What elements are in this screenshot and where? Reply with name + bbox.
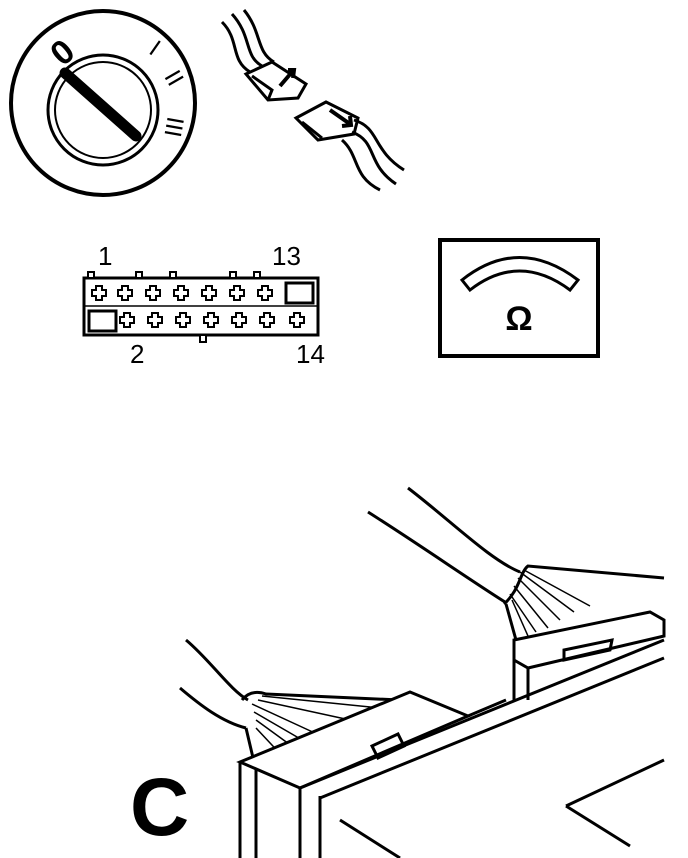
arrow-up-icon xyxy=(278,68,297,88)
pin-label-14: 14 xyxy=(296,339,325,369)
ignition-switch: 0 I II III xyxy=(9,9,197,197)
ohm-icon: Ω xyxy=(505,300,532,338)
arrow-down-icon xyxy=(328,108,354,128)
pin-label-13: 13 xyxy=(272,241,301,271)
key-slot xyxy=(59,67,142,142)
ohmmeter: Ω xyxy=(438,238,600,358)
detail-c-connectors xyxy=(179,486,666,858)
multi-pin-connector: 1 13 2 14 xyxy=(82,241,325,369)
pin-label-2: 2 xyxy=(130,339,144,369)
pin-label-1: 1 xyxy=(98,241,112,271)
position-3-label: III xyxy=(158,115,188,139)
detail-label-c: C xyxy=(130,762,189,853)
connector-disconnect xyxy=(220,9,405,192)
